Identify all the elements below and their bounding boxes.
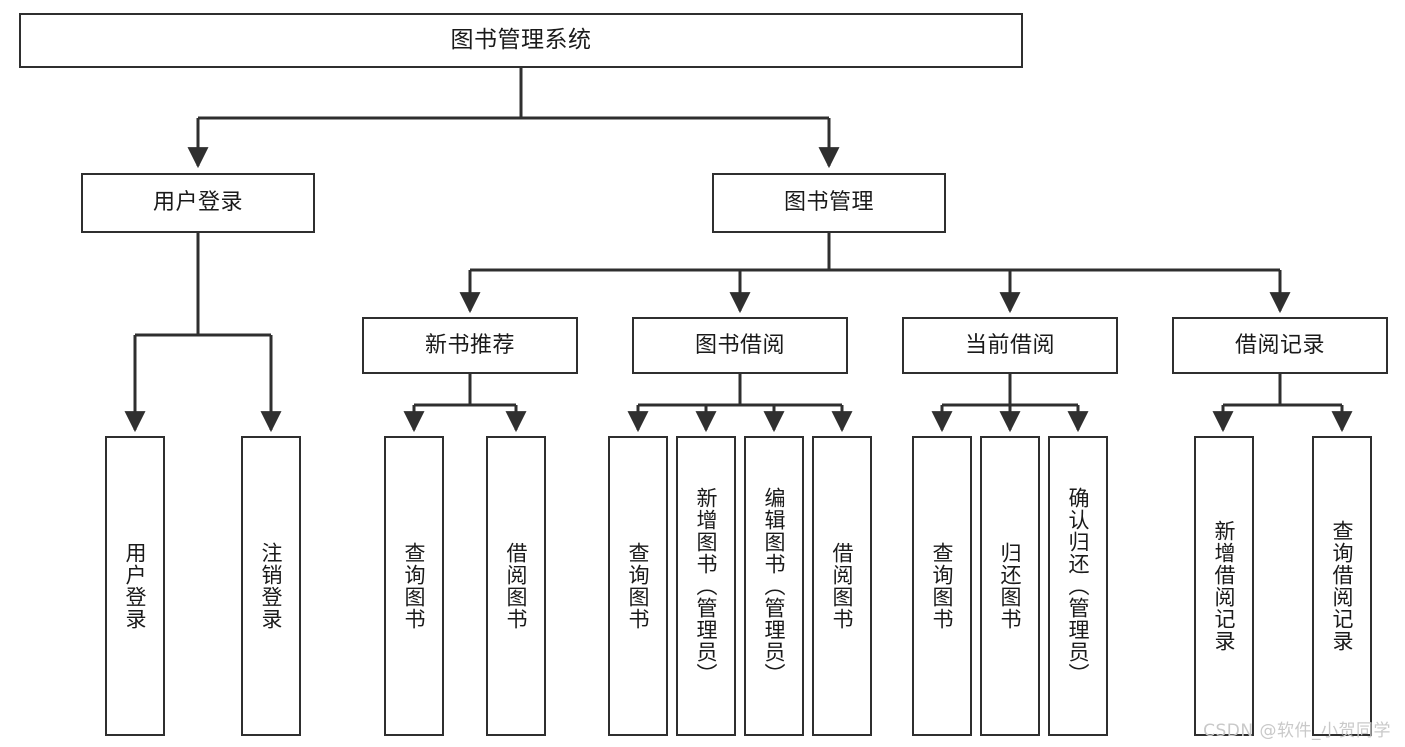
node-leaf-borrow-book-1-label: 借阅图书 xyxy=(504,542,529,630)
node-user-login-label: 用户登录 xyxy=(152,190,243,215)
node-borrow-record[interactable]: 借阅记录 xyxy=(1172,317,1388,374)
node-leaf-edit-book-label: 编辑图书（管理员） xyxy=(762,487,787,685)
node-new-book-recommend[interactable]: 新书推荐 xyxy=(362,317,578,374)
node-new-book-recommend-label: 新书推荐 xyxy=(424,332,515,358)
node-leaf-query-book-1-label: 查询图书 xyxy=(402,542,427,630)
node-root[interactable]: 图书管理系统 xyxy=(19,13,1023,68)
node-leaf-borrow-book-2-label: 借阅图书 xyxy=(830,542,855,630)
node-leaf-query-book-3-label: 查询图书 xyxy=(930,542,955,630)
node-leaf-query-record[interactable]: 查询借阅记录 xyxy=(1312,436,1372,736)
node-leaf-query-book-2-label: 查询图书 xyxy=(626,542,651,630)
node-current-borrow[interactable]: 当前借阅 xyxy=(902,317,1118,374)
node-book-borrow[interactable]: 图书借阅 xyxy=(632,317,848,374)
node-book-borrow-label: 图书借阅 xyxy=(694,332,785,358)
node-borrow-record-label: 借阅记录 xyxy=(1234,332,1325,358)
node-user-login[interactable]: 用户登录 xyxy=(81,173,315,233)
node-leaf-query-book-2[interactable]: 查询图书 xyxy=(608,436,668,736)
node-leaf-add-book[interactable]: 新增图书（管理员） xyxy=(676,436,736,736)
node-leaf-return-book-label: 归还图书 xyxy=(998,542,1023,630)
node-leaf-borrow-book-2[interactable]: 借阅图书 xyxy=(812,436,872,736)
node-current-borrow-label: 当前借阅 xyxy=(964,332,1055,358)
node-root-label: 图书管理系统 xyxy=(450,27,592,53)
watermark-text: CSDN @软件_小贺同学 xyxy=(1203,721,1391,741)
node-book-management-label: 图书管理 xyxy=(783,190,874,215)
node-leaf-add-record[interactable]: 新增借阅记录 xyxy=(1194,436,1254,736)
node-leaf-logout-label: 注销登录 xyxy=(259,542,284,630)
node-leaf-query-book-1[interactable]: 查询图书 xyxy=(384,436,444,736)
node-leaf-borrow-book-1[interactable]: 借阅图书 xyxy=(486,436,546,736)
node-leaf-query-book-3[interactable]: 查询图书 xyxy=(912,436,972,736)
node-leaf-return-book[interactable]: 归还图书 xyxy=(980,436,1040,736)
node-leaf-user-login[interactable]: 用户登录 xyxy=(105,436,165,736)
node-leaf-add-record-label: 新增借阅记录 xyxy=(1212,520,1237,652)
node-leaf-logout[interactable]: 注销登录 xyxy=(241,436,301,736)
node-leaf-query-record-label: 查询借阅记录 xyxy=(1330,520,1355,652)
node-leaf-add-book-label: 新增图书（管理员） xyxy=(694,487,719,685)
node-leaf-user-login-label: 用户登录 xyxy=(123,542,148,630)
node-leaf-edit-book[interactable]: 编辑图书（管理员） xyxy=(744,436,804,736)
node-book-management[interactable]: 图书管理 xyxy=(712,173,946,233)
node-leaf-confirm-return[interactable]: 确认归还（管理员） xyxy=(1048,436,1108,736)
node-leaf-confirm-return-label: 确认归还（管理员） xyxy=(1066,487,1091,685)
